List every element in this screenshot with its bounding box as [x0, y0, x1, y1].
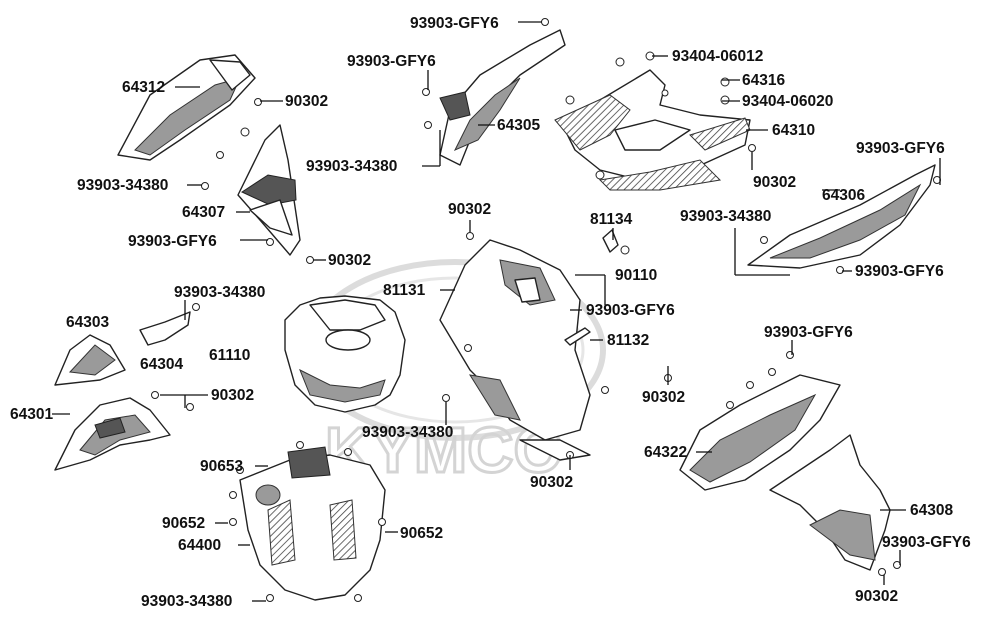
part-label: 64312 — [122, 79, 165, 96]
part-label: 90302 — [855, 588, 898, 605]
part-label: 93903-GFY6 — [347, 53, 436, 70]
part-64301 — [54, 397, 171, 471]
part-64303 — [54, 334, 126, 386]
part-label: 64308 — [910, 502, 953, 519]
part-64310 — [554, 69, 751, 191]
part-labels: 93903-GFY6 93903-GFY6 64312 90302 64305 … — [10, 15, 971, 610]
part-label: 90110 — [615, 267, 657, 284]
part-label: 93903-GFY6 — [410, 15, 499, 32]
part-label: 64303 — [66, 314, 109, 331]
part-61110 — [284, 295, 406, 413]
part-label: 90302 — [530, 474, 573, 491]
part-label: 93404-06012 — [672, 48, 763, 65]
part-label: 90302 — [753, 174, 796, 191]
part-label: 93903-34380 — [77, 177, 168, 194]
part-label: 93903-GFY6 — [882, 534, 971, 551]
part-label: 93903-34380 — [174, 284, 265, 301]
part-label: 64310 — [772, 122, 815, 139]
part-label: 93903-GFY6 — [586, 302, 675, 319]
part-label: 90652 — [400, 525, 443, 542]
part-label: 93404-06020 — [742, 93, 833, 110]
part-label: 90302 — [448, 201, 491, 218]
part-label: 90652 — [162, 515, 205, 532]
part-label: 93903-34380 — [306, 158, 397, 175]
part-81132 — [564, 327, 591, 346]
part-64305 — [439, 29, 566, 166]
part-label: 64301 — [10, 406, 53, 423]
part-64304 — [139, 311, 191, 346]
part-81131 — [439, 239, 591, 461]
part-label: 61110 — [209, 347, 250, 364]
part-label: 81134 — [590, 211, 633, 228]
part-label: 90302 — [285, 93, 328, 110]
leader-lines — [52, 21, 941, 602]
part-64400 — [239, 446, 386, 601]
part-label: 90302 — [328, 252, 371, 269]
part-64308 — [769, 434, 891, 571]
part-label: 93903-34380 — [141, 593, 232, 610]
part-label: 93903-GFY6 — [128, 233, 217, 250]
part-label: 64304 — [140, 356, 183, 373]
part-label: 90302 — [211, 387, 254, 404]
part-64307 — [237, 124, 301, 256]
part-label: 64316 — [742, 72, 785, 89]
part-label: 81132 — [607, 332, 649, 349]
part-64306 — [747, 164, 936, 269]
part-label: 64305 — [497, 117, 540, 134]
fasteners — [151, 18, 941, 602]
part-label: 90302 — [642, 389, 685, 406]
part-label: 93903-GFY6 — [856, 140, 945, 157]
part-label: 64322 — [644, 444, 687, 461]
part-label: 64400 — [178, 537, 221, 554]
part-81134 — [602, 229, 630, 255]
part-label: 64306 — [822, 187, 865, 204]
part-64312 — [117, 54, 256, 161]
part-label: 93903-GFY6 — [764, 324, 853, 341]
part-label: 93903-34380 — [680, 208, 771, 225]
part-label: 90653 — [200, 458, 243, 475]
part-label: 93903-GFY6 — [855, 263, 944, 280]
part-64322 — [679, 374, 841, 491]
part-label: 64307 — [182, 204, 225, 221]
part-label: 81131 — [383, 282, 426, 299]
part-label: 93903-34380 — [362, 424, 453, 441]
